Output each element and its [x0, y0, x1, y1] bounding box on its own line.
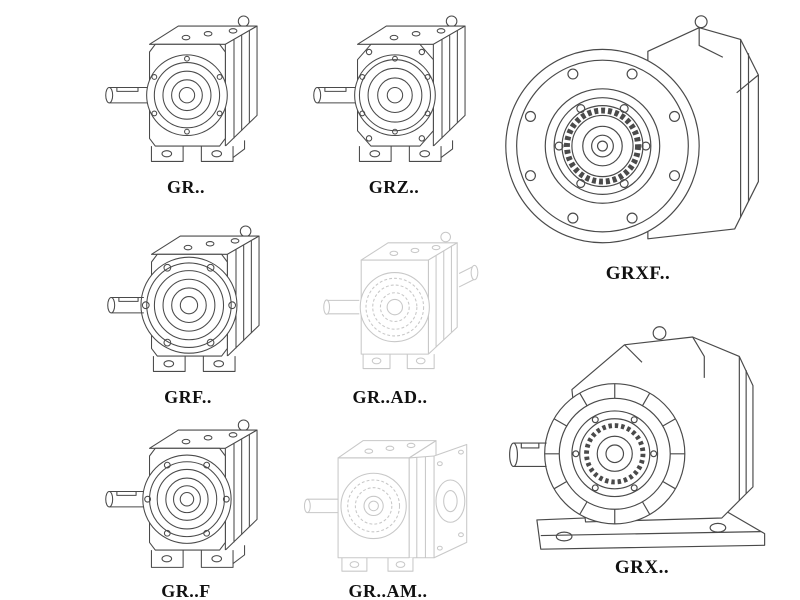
gear-unit-grx-drawing — [509, 326, 766, 550]
gear-unit-grxf: GRXF.. — [488, 2, 788, 285]
gear-unit-gram-drawing — [303, 440, 468, 572]
gear-unit-gram: GR..AM.. — [288, 408, 488, 600]
gear-unit-gr-drawing — [105, 15, 258, 162]
gear-unit-grf-label: GRF.. — [164, 386, 212, 407]
gear-unit-grf-foot: GR..F — [86, 408, 286, 600]
gear-unit-grf-drawing — [107, 225, 260, 372]
gear-unit-grx-label: GRX.. — [614, 557, 670, 578]
gear-unit-grf: GRF.. — [88, 214, 288, 408]
gear-unit-grz: GRZ.. — [296, 4, 492, 198]
gear-unit-grxf-label: GRXF.. — [605, 262, 671, 284]
gear-unit-grxf-drawing — [505, 15, 759, 244]
gear-unit-grad-drawing — [323, 231, 479, 370]
gear-unit-grz-drawing — [313, 15, 466, 162]
gear-unit-gr: GR.. — [86, 4, 286, 198]
gear-unit-grf-foot-drawing — [105, 419, 258, 568]
gear-unit-grz-label: GRZ.. — [368, 176, 420, 197]
gear-unit-gram-label: GR..AM.. — [348, 580, 428, 600]
gear-unit-grad: GR..AD.. — [290, 214, 490, 408]
gear-unit-grf-foot-label: GR..F — [161, 580, 211, 600]
gear-unit-gr-label: GR.. — [167, 176, 205, 197]
gear-unit-grad-label: GR..AD.. — [352, 386, 428, 407]
gear-unit-grx: GRX.. — [492, 300, 792, 579]
